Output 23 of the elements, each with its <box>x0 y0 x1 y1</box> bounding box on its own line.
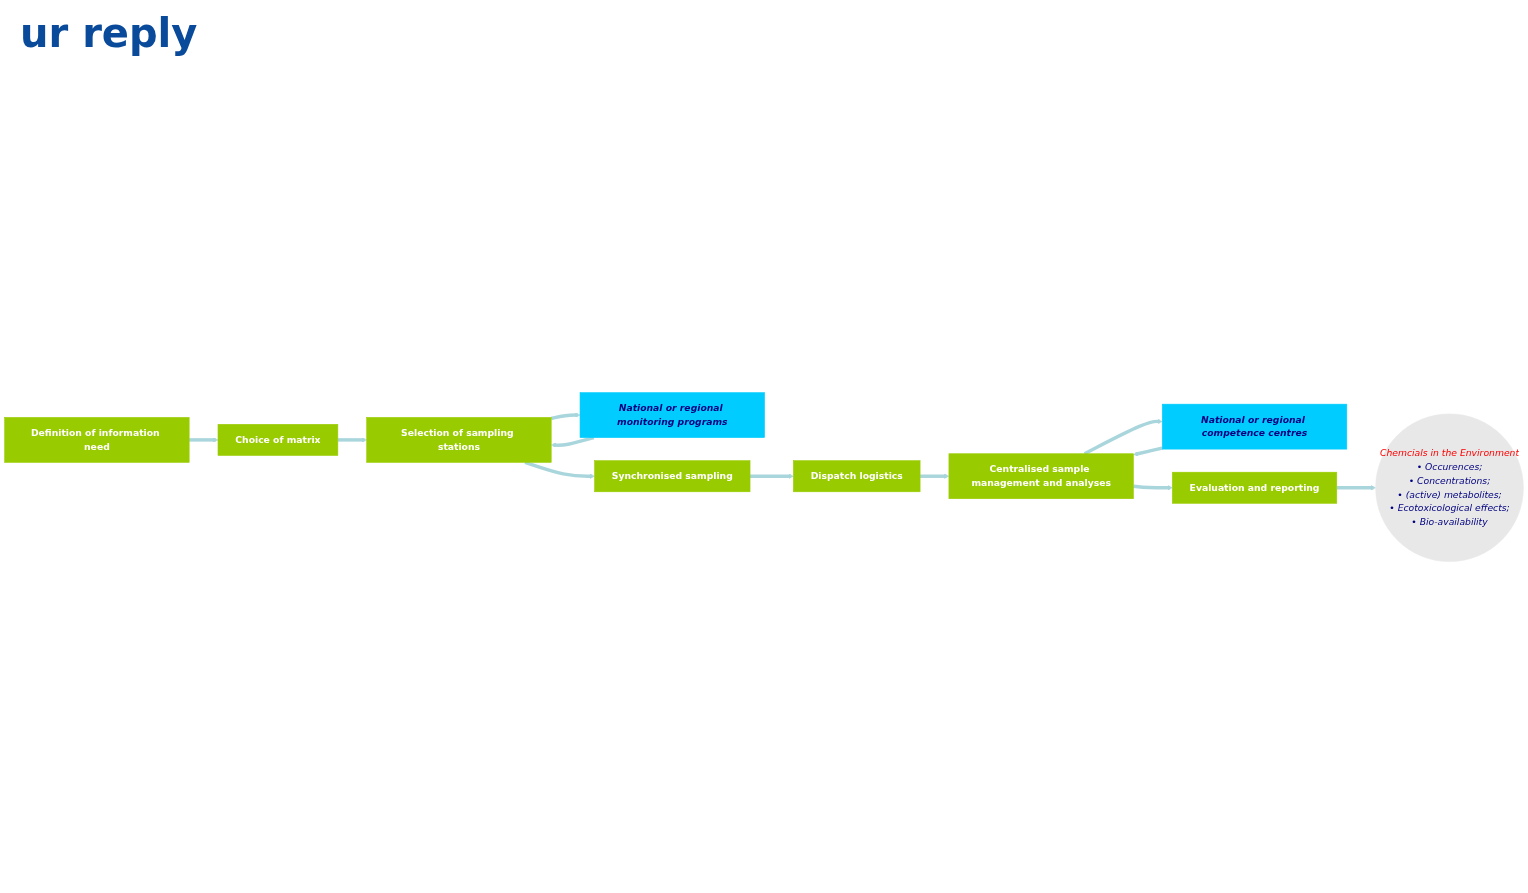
node-box <box>1172 472 1338 504</box>
node-box <box>793 460 921 493</box>
arrow <box>1133 446 1163 457</box>
arrow <box>524 461 595 480</box>
node-box <box>579 392 765 439</box>
flow-diagram: Definition of information need Choice of matrix Selection of sampling stations National or regional monitoring programs Synchronised sampling Dispatch logistics Centralised sample management and analyses National or regional competence centres Evaluation and reporting Chemcials in the Environment • Occurences; • Concentrations; • (active) metabolites; • Ecotoxicological effects; • Bio-availability <box>0 388 1528 567</box>
node-box <box>366 417 552 464</box>
node-box <box>4 417 190 464</box>
node-box <box>594 460 751 493</box>
arrow <box>189 437 219 443</box>
title: ur reply <box>20 10 198 56</box>
node-box <box>1162 404 1348 450</box>
arrow <box>750 474 794 480</box>
arrow <box>1336 485 1376 491</box>
arrow <box>1133 484 1173 491</box>
node-box <box>948 453 1134 500</box>
arrow <box>920 474 950 480</box>
arrow <box>550 412 581 421</box>
arrow <box>337 437 367 443</box>
node-box <box>217 424 339 457</box>
arrow <box>551 436 595 449</box>
node-circle <box>1375 413 1524 563</box>
arrow <box>1083 419 1163 456</box>
